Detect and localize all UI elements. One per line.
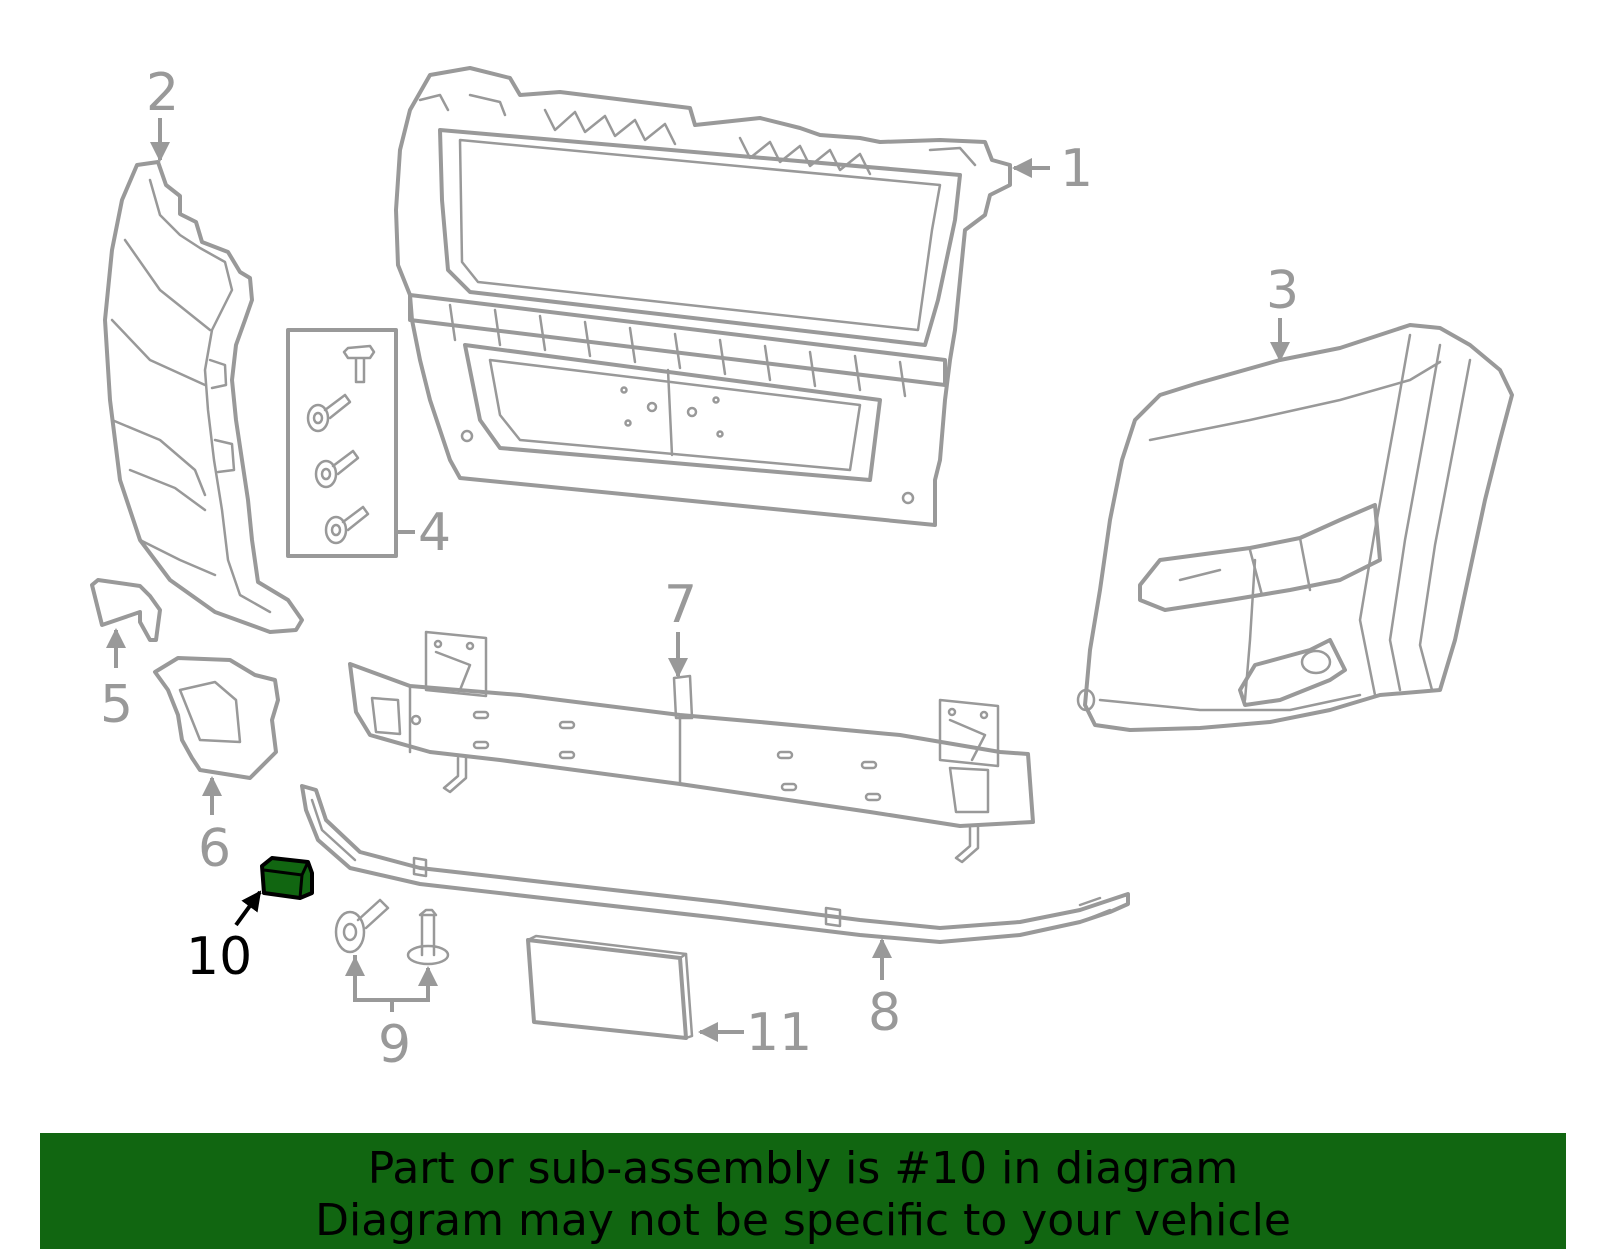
callout-1: 1 <box>1060 139 1093 199</box>
callout-10: 10 <box>186 927 252 987</box>
callout-5: 5 <box>100 675 133 735</box>
part-3-right-bumper-end <box>1076 323 1514 732</box>
callout-11: 11 <box>746 1003 812 1063</box>
part-6-bracket <box>153 656 280 780</box>
info-banner: Part or sub-assembly is #10 in diagram D… <box>40 1133 1566 1249</box>
part-5-bracket <box>90 578 162 642</box>
parts-diagram: 1 2 3 4 5 6 7 8 9 10 11 <box>90 63 1514 1075</box>
callout-4: 4 <box>418 503 451 563</box>
part-10-highlighted-clip <box>260 856 314 900</box>
part-7-impact-bar <box>348 630 1035 864</box>
callout-9: 9 <box>378 1015 411 1075</box>
callout-6: 6 <box>198 819 231 879</box>
callout-3: 3 <box>1266 261 1299 321</box>
part-11-license-plate-bracket <box>526 934 694 1040</box>
banner-line-1: Part or sub-assembly is #10 in diagram <box>367 1143 1239 1194</box>
part-1-grille-frame <box>394 66 1012 527</box>
part-9-fasteners <box>334 898 450 966</box>
part-4-fastener-kit <box>286 328 398 558</box>
callout-leaders <box>106 118 1290 1042</box>
part-2-left-bumper-end <box>103 160 304 634</box>
callout-7: 7 <box>664 575 697 635</box>
banner-line-2: Diagram may not be specific to your vehi… <box>315 1195 1291 1246</box>
callout-8: 8 <box>868 983 901 1043</box>
callout-numbers: 1 2 3 4 5 6 7 8 9 10 11 <box>100 63 1299 1075</box>
callout-2: 2 <box>146 63 179 123</box>
part-8-trim-strip <box>300 784 1130 944</box>
